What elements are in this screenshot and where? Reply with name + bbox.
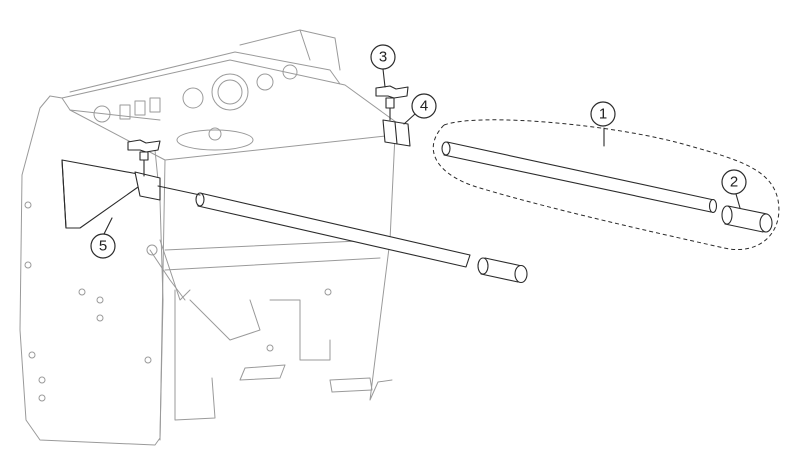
front-roll-shaft [157, 185, 528, 284]
callout-5-label: 5 [99, 238, 107, 255]
callout-4-label: 4 [420, 98, 428, 115]
callout-5: 5 [90, 233, 116, 259]
callout-1: 1 [590, 101, 616, 127]
right-end-clamp [382, 119, 411, 147]
exploded-parts-group-outline [432, 119, 780, 250]
callout-2-label: 2 [730, 174, 738, 191]
machine-housing [19, 29, 401, 446]
right-knob-screw [375, 85, 409, 121]
callout-3: 3 [370, 44, 396, 70]
left-knob-screw [127, 139, 161, 177]
callout-4: 4 [411, 93, 437, 119]
leader-lines [103, 68, 741, 235]
left-bracket [61, 159, 161, 229]
exploded-roll-shaft [441, 141, 718, 214]
exploded-sleeve [721, 205, 773, 233]
callout-2: 2 [721, 169, 747, 195]
callout-1-label: 1 [599, 106, 607, 123]
callout-3-label: 3 [379, 49, 387, 66]
